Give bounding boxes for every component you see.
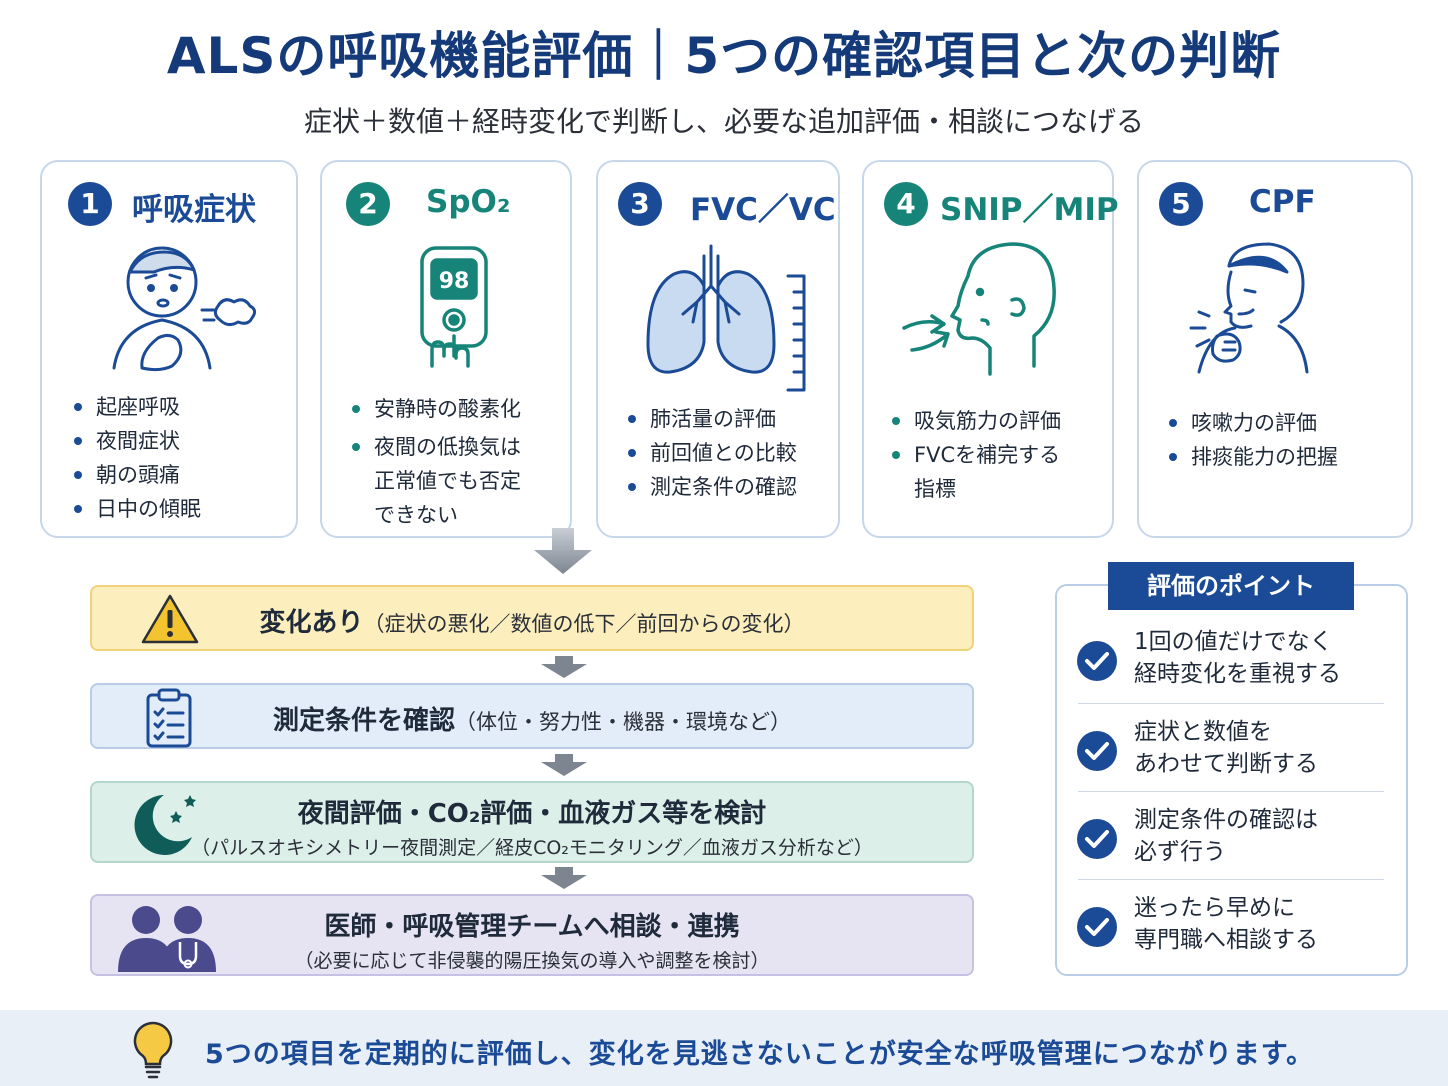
down-arrow-icon xyxy=(534,528,592,574)
list-item: 咳嗽力の評価 xyxy=(1167,406,1338,440)
point-text-line: 専門職へ相談する xyxy=(1134,927,1318,953)
card-title: 呼吸症状 xyxy=(132,192,256,228)
list-item: 吸気筋力の評価 xyxy=(890,404,1061,438)
point-text-line: 測定条件の確認は xyxy=(1134,807,1318,833)
card-title: SNIP／MIP xyxy=(940,192,1119,228)
card-number-badge: 1 xyxy=(68,182,112,226)
lungs-icon xyxy=(646,244,806,392)
flow-step-detail: （パルスオキシメトリー夜間測定／経皮CO₂モニタリング／血液ガス分析など） xyxy=(191,837,873,859)
flow-step-night-co2-evaluation: 夜間評価・CO₂評価・血液ガス等を検討 （パルスオキシメトリー夜間測定／経皮CO… xyxy=(90,781,974,863)
point-text-line: 経時変化を重視する xyxy=(1134,661,1341,687)
down-arrow-icon xyxy=(541,754,587,776)
point-item: 症状と数値を あわせて判断する xyxy=(1076,712,1386,792)
point-item: 1回の値だけでなく 経時変化を重視する xyxy=(1076,622,1386,702)
card-bullet-list: 肺活量の評価 前回値との比較 測定条件の確認 xyxy=(626,402,797,504)
clipboard-icon xyxy=(146,688,192,748)
warning-icon xyxy=(141,594,199,644)
evaluation-points-label: 評価のポイント xyxy=(1108,562,1354,610)
list-item: できない xyxy=(374,503,458,527)
flow-step-title: 夜間評価・CO₂評価・血液ガス等を検討 xyxy=(297,799,767,829)
list-item: 排痰能力の把握 xyxy=(1167,440,1338,474)
card-number-badge: 5 xyxy=(1159,182,1203,226)
footer-message: 5つの項目を定期的に評価し、変化を見逃さないことが安全な呼吸管理につながります。 xyxy=(205,1039,1315,1070)
list-item: 肺活量の評価 xyxy=(626,402,797,436)
flow-step-detail: （体位・努力性・機器・環境など） xyxy=(455,710,791,734)
divider xyxy=(1078,791,1384,792)
check-circle-icon xyxy=(1077,907,1117,947)
card-number-badge: 2 xyxy=(346,182,390,226)
point-text-line: あわせて判断する xyxy=(1134,751,1318,777)
doctor-team-icon xyxy=(118,906,216,972)
down-arrow-icon xyxy=(541,656,587,678)
footer-banner: 5つの項目を定期的に評価し、変化を見逃さないことが安全な呼吸管理につながります。 xyxy=(0,1010,1448,1086)
card-cpf: 5 CPF 咳嗽力の評価 排痰能力の把握 xyxy=(1137,160,1413,538)
flow-step-detail: （症状の悪化／数値の低下／前回からの変化） xyxy=(363,612,805,636)
card-respiratory-symptoms: 1 呼吸症状 起座呼吸 夜間症状 朝の頭痛 日中の傾眠 xyxy=(40,160,298,538)
card-title: CPF xyxy=(1249,184,1316,220)
list-item: 測定条件の確認 xyxy=(626,470,797,504)
point-item: 測定条件の確認は 必ず行う xyxy=(1076,800,1386,880)
list-item: 夜間の低換気は xyxy=(350,430,521,464)
evaluation-points-panel xyxy=(1055,584,1408,976)
list-item: 日中の傾眠 xyxy=(72,492,201,526)
point-text-line: 迷ったら早めに xyxy=(1134,895,1295,921)
flow-step-check-conditions: 測定条件を確認（体位・努力性・機器・環境など） xyxy=(90,683,974,749)
card-bullet-list: 咳嗽力の評価 排痰能力の把握 xyxy=(1167,406,1338,474)
card-number-badge: 3 xyxy=(618,182,662,226)
list-item: 指標 xyxy=(914,477,956,501)
point-text-line: 症状と数値を xyxy=(1134,719,1272,745)
list-item: 起座呼吸 xyxy=(72,390,201,424)
card-bullet-list: 安静時の酸素化 夜間の低換気は 正常値でも否定 できない xyxy=(350,392,521,532)
list-item: FVCを補完する xyxy=(890,438,1061,472)
point-item: 迷ったら早めに 専門職へ相談する xyxy=(1076,888,1386,968)
list-item: 安静時の酸素化 xyxy=(350,392,521,426)
list-item: 前回値との比較 xyxy=(626,436,797,470)
flow-step-title: 測定条件を確認 xyxy=(272,706,455,736)
breathless-person-icon xyxy=(112,246,257,372)
page-subtitle: 症状＋数値＋経時変化で判断し、必要な追加評価・相談につなげる xyxy=(303,105,1144,138)
card-bullet-list: 吸気筋力の評価 FVCを補完する 指標 xyxy=(890,404,1061,506)
list-item: 夜間症状 xyxy=(72,424,201,458)
point-text-line: 必ず行う xyxy=(1134,839,1226,865)
list-item: 朝の頭痛 xyxy=(72,458,201,492)
page-title: ALSの呼吸機能評価｜5つの確認項目と次の判断 xyxy=(166,27,1282,85)
inhaling-head-icon xyxy=(902,242,1056,376)
point-text-line: 1回の値だけでなく xyxy=(1134,629,1333,655)
divider xyxy=(1078,879,1384,880)
moon-icon xyxy=(134,795,196,855)
card-snip-mip: 4 SNIP／MIP 吸気筋力の評価 FVCを補完する 指標 xyxy=(862,160,1119,538)
card-spo2: 2 SpO₂ 98 安静時の酸素化 夜間の低換気は 正常値でも否定 できない xyxy=(320,160,572,538)
card-title: FVC／VC xyxy=(690,192,836,228)
flow-step-consult-team: 医師・呼吸管理チームへ相談・連携 （必要に応じて非侵襲的陽圧換気の導入や調整を検… xyxy=(90,894,974,976)
list-item: 正常値でも否定 xyxy=(374,469,521,493)
check-circle-icon xyxy=(1077,819,1117,859)
coughing-person-icon xyxy=(1189,242,1309,374)
oximeter-display: 98 xyxy=(439,269,470,294)
card-bullet-list: 起座呼吸 夜間症状 朝の頭痛 日中の傾眠 xyxy=(72,390,201,526)
check-circle-icon xyxy=(1077,731,1117,771)
check-circle-icon xyxy=(1077,641,1117,681)
card-fvc-vc: 3 FVC／VC 肺活量の評価 前回値との比較 測定条件の確認 xyxy=(596,160,840,538)
flow-step-title: 変化あり xyxy=(259,608,364,638)
card-number-badge: 4 xyxy=(884,182,928,226)
divider xyxy=(1078,703,1384,704)
flow-step-title: 医師・呼吸管理チームへ相談・連携 xyxy=(324,912,740,942)
down-arrow-icon xyxy=(541,867,587,889)
flow-step-change-detected: 変化あり（症状の悪化／数値の低下／前回からの変化） xyxy=(90,585,974,651)
lightbulb-icon xyxy=(133,1021,173,1079)
flow-step-detail: （必要に応じて非侵襲的陽圧換気の導入や調整を検討） xyxy=(294,950,770,972)
pulse-oximeter-icon: 98 xyxy=(420,246,488,368)
card-title: SpO₂ xyxy=(426,184,511,220)
